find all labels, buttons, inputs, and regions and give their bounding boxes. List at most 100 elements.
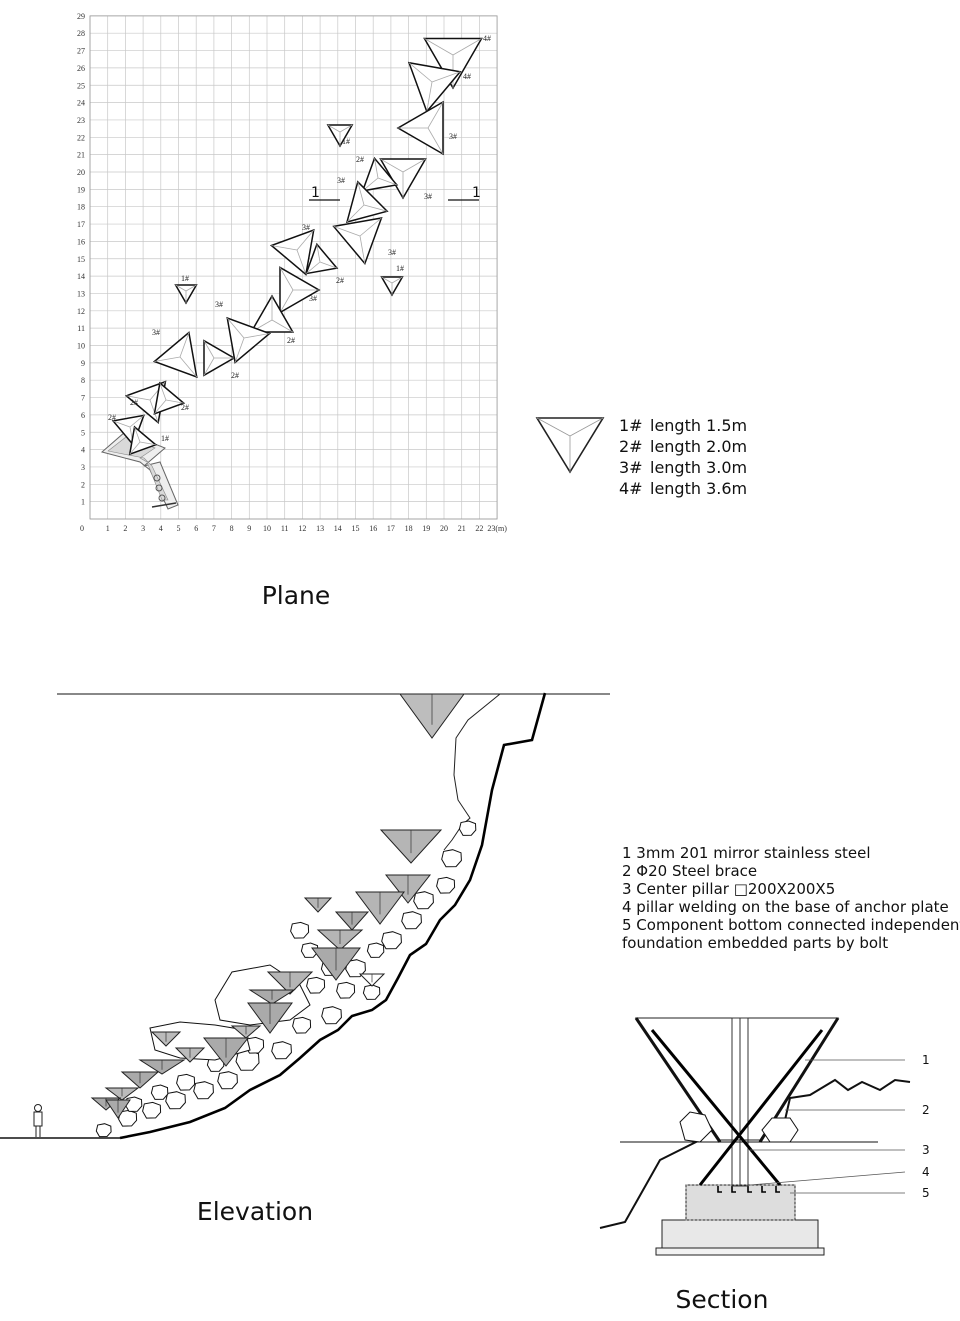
triangle-ridge xyxy=(452,38,482,56)
y-tick-label: 8 xyxy=(81,376,85,385)
triangle-ridge xyxy=(134,426,141,443)
x-tick-label: 11 xyxy=(281,524,289,533)
x-tick-label: 10 xyxy=(263,524,271,533)
component-tag: 2# xyxy=(356,155,364,164)
component-tag: 2# xyxy=(336,276,344,285)
y-tick-label: 14 xyxy=(77,272,85,281)
section-callout: 2 xyxy=(922,1103,930,1117)
legend-code: 3# xyxy=(619,458,643,477)
triangle-outline xyxy=(226,316,272,364)
boulder xyxy=(381,931,402,950)
triangle-ridge xyxy=(203,340,215,359)
boulder xyxy=(95,1123,112,1138)
x-tick-label: 21 xyxy=(458,524,466,533)
triangle-ridge xyxy=(112,420,131,428)
component-tag: 3# xyxy=(337,176,345,185)
plane-component-tags: 4# 4# 3# 3# 2# 1# 3# 3# 3# 1# 2# 3# 1# 2… xyxy=(108,34,491,443)
component-tag: 3# xyxy=(215,300,223,309)
x-tick-label: 16 xyxy=(369,524,377,533)
legend-text: length 2.0m xyxy=(650,437,747,456)
triangle-outline xyxy=(332,217,383,266)
x-tick-label: 0 xyxy=(80,524,84,533)
y-tick-label: 17 xyxy=(77,220,85,229)
section-callout: 1 xyxy=(922,1053,930,1067)
x-tick-label: 18 xyxy=(405,524,413,533)
legend-code: 2# xyxy=(619,437,643,456)
triangle-ridge xyxy=(363,204,388,212)
y-tick-label: 6 xyxy=(81,411,85,420)
note-line: 5 Component bottom connected independent xyxy=(622,916,960,934)
x-tick-label: 22 xyxy=(475,524,483,533)
boulder xyxy=(366,942,385,958)
section-callout: 4 xyxy=(922,1165,930,1179)
y-tick-label: 22 xyxy=(77,133,85,142)
y-tick-label: 28 xyxy=(77,29,85,38)
y-tick-label: 21 xyxy=(77,151,85,160)
plan-triangle xyxy=(345,180,389,224)
elevation-components xyxy=(90,693,465,1119)
y-tick-label: 10 xyxy=(77,342,85,351)
component-tag: 3# xyxy=(424,192,432,201)
anchor-bolts xyxy=(717,1186,780,1193)
grid-frame xyxy=(89,15,498,520)
y-tick-label: 4 xyxy=(81,446,85,455)
plan-triangle xyxy=(153,381,186,415)
triangle-ridge xyxy=(226,317,245,339)
x-tick-label: 1 xyxy=(106,524,110,533)
triangle-ridge xyxy=(279,289,294,313)
y-tick-label: 26 xyxy=(77,64,85,73)
triangle-ridge xyxy=(271,319,293,333)
triangle-ridge xyxy=(296,229,315,251)
legend-text: length 3.0m xyxy=(650,458,747,477)
triangle-ridge xyxy=(149,399,159,423)
component-tag: 2# xyxy=(287,336,295,345)
component-tag: 4# xyxy=(463,72,471,81)
boulder xyxy=(300,942,319,958)
triangle-ridge xyxy=(126,395,151,401)
boulder xyxy=(362,984,381,1000)
triangle-ridge xyxy=(319,261,338,269)
boulder xyxy=(176,1073,196,1091)
triangle-ridge xyxy=(408,62,433,83)
triangle-ridge xyxy=(427,127,444,155)
triangle-ridge xyxy=(391,276,403,284)
boulder xyxy=(336,981,356,999)
triangle-ridge xyxy=(175,284,187,292)
y-tick-label: 20 xyxy=(77,168,85,177)
boulder xyxy=(436,876,456,894)
plane-title: Plane xyxy=(262,581,331,610)
boulder xyxy=(306,976,326,994)
y-tick-label: 9 xyxy=(81,359,85,368)
section-view: 1 2 3 4 5 Section xyxy=(599,1017,930,1314)
y-tick-label: 16 xyxy=(77,237,85,246)
plan-triangle xyxy=(305,242,339,275)
x-tick-label: 5 xyxy=(177,524,181,533)
section-mark-left: 1 xyxy=(311,185,320,201)
triangle-ridge xyxy=(185,284,197,292)
elevation-title: Elevation xyxy=(197,1197,313,1226)
triangle-outline xyxy=(407,61,462,114)
legend-triangle-icon xyxy=(535,417,605,474)
boulder xyxy=(321,1006,342,1025)
y-tick-label: 18 xyxy=(77,203,85,212)
legend-code: 1# xyxy=(619,416,643,435)
x-tick-label: 12 xyxy=(298,524,306,533)
boulder xyxy=(458,820,477,836)
boulder xyxy=(271,1041,292,1060)
triangle-outline xyxy=(361,156,399,192)
triangle-outline xyxy=(152,331,198,379)
x-tick-label: 3 xyxy=(141,524,145,533)
x-tick-label: 14 xyxy=(334,524,342,533)
x-tick-label: 19 xyxy=(422,524,430,533)
note-line: 2 Φ20 Steel brace xyxy=(622,862,757,880)
note-line: 1 3mm 201 mirror stainless steel xyxy=(622,844,871,862)
boulder xyxy=(193,1081,214,1100)
x-tick-label: 9 xyxy=(247,524,251,533)
section-callout: 3 xyxy=(922,1143,930,1157)
component-tag: 1# xyxy=(161,434,169,443)
component-tag: 3# xyxy=(302,223,310,232)
triangle-ridge xyxy=(346,204,365,223)
y-tick-label: 1 xyxy=(81,498,85,507)
